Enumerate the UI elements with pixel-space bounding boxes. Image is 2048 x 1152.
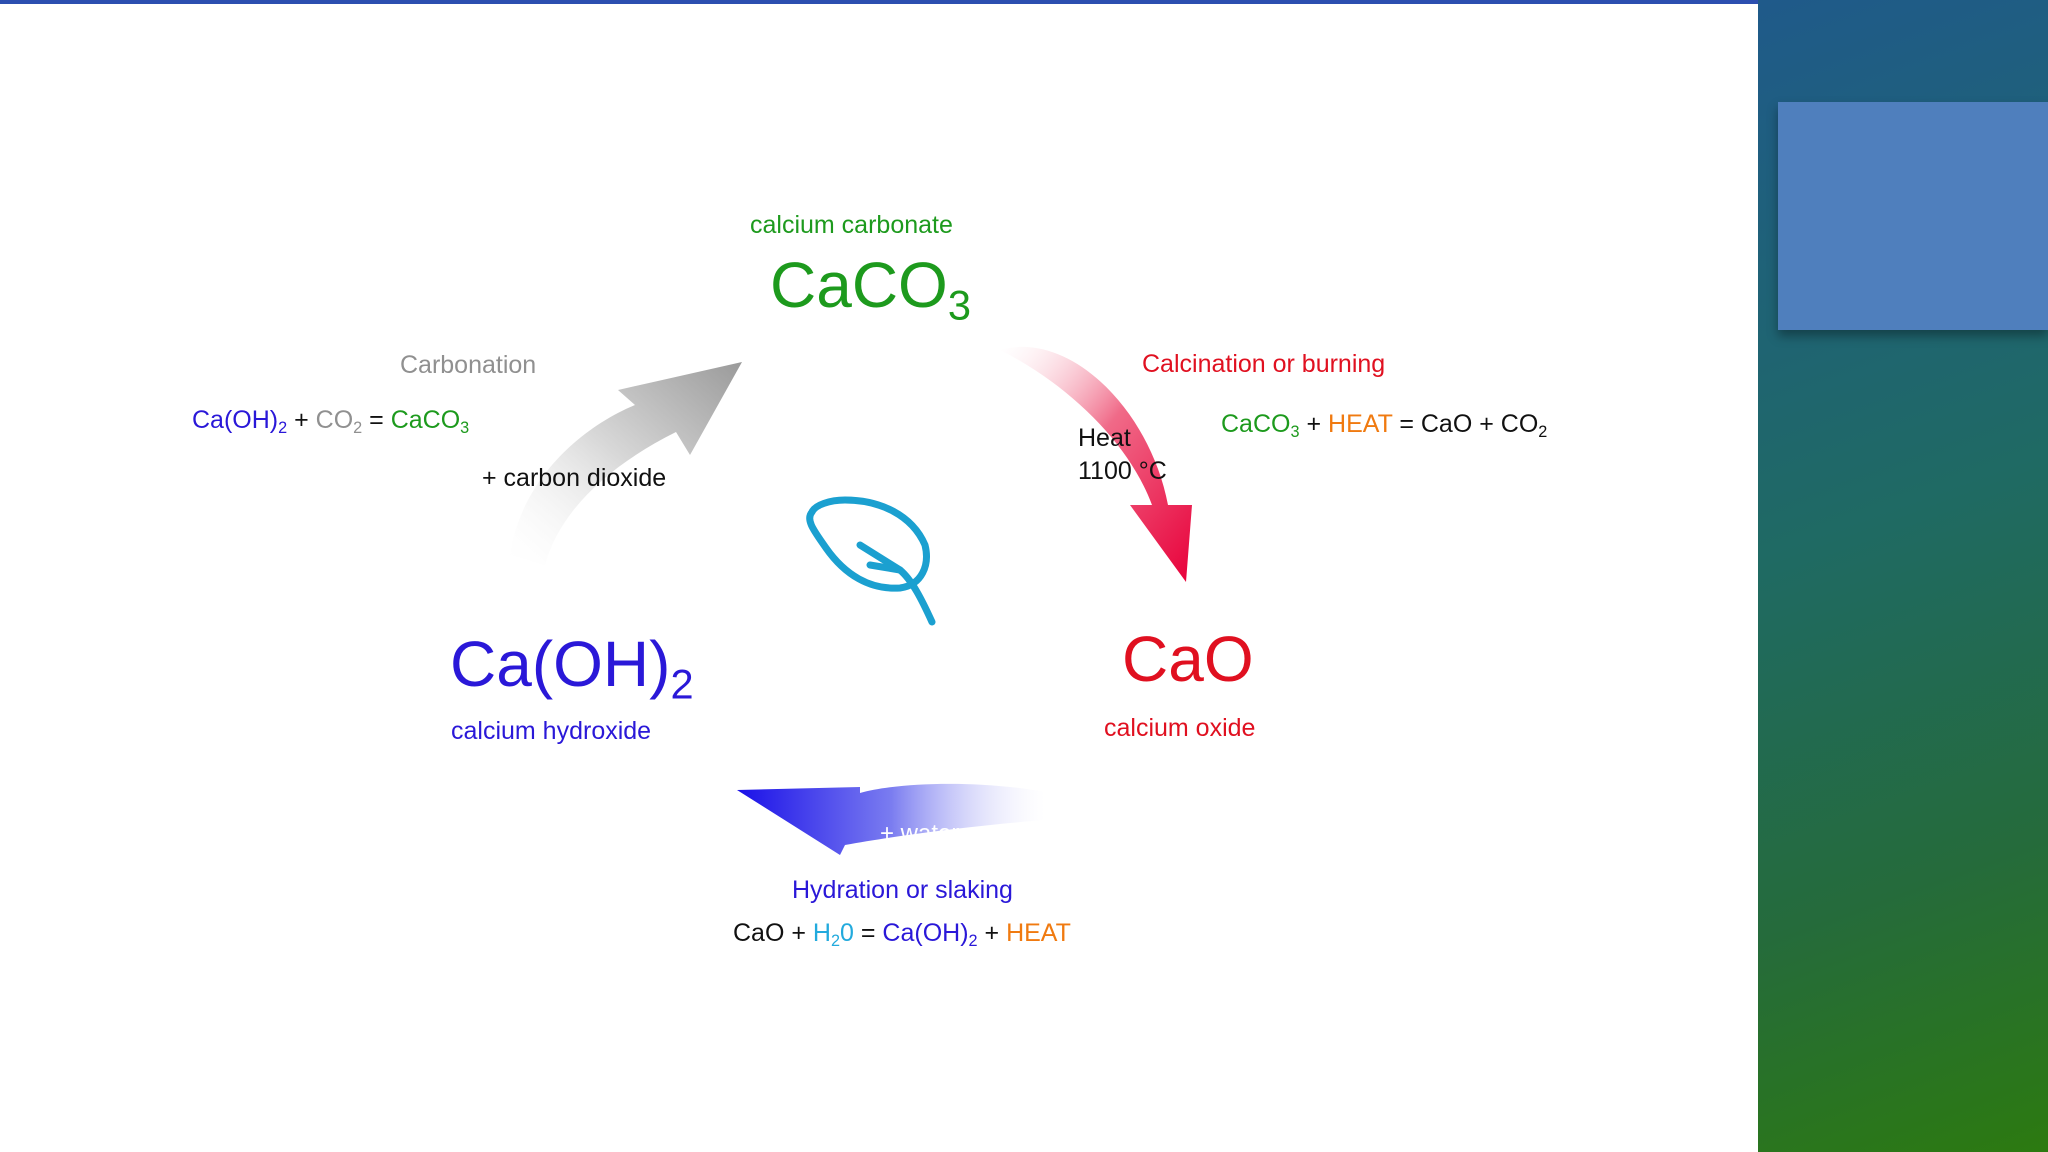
calcium-oxide-name: calcium oxide xyxy=(1104,714,1256,742)
carbonation-arrow-label: + carbon dioxide xyxy=(482,464,667,492)
calcination-arrow xyxy=(1000,346,1192,582)
hydration-arrow xyxy=(737,783,1045,855)
side-panel-box xyxy=(1778,102,2048,330)
side-panel xyxy=(1758,0,2048,1152)
hydration-equation: CaO + H20 = Ca(OH)2 + HEAT xyxy=(733,919,1071,950)
calcination-equation: CaCO3 + HEAT = CaO + CO2 xyxy=(1221,410,1548,441)
calcium-hydroxide-formula: Ca(OH)2 xyxy=(450,628,694,708)
leaf-icon xyxy=(806,496,936,626)
hydration-label: Hydration or slaking xyxy=(792,876,1013,904)
top-accent-line xyxy=(0,0,1758,4)
hydration-arrow-label: + water xyxy=(880,820,960,847)
slide: calcium carbonate CaCO3 Calcination or b… xyxy=(0,0,1758,950)
heat-label: Heat xyxy=(1078,424,1131,452)
calcination-label: Calcination or burning xyxy=(1142,350,1386,378)
carbonation-arrow xyxy=(510,362,742,565)
calcium-carbonate-name: calcium carbonate xyxy=(750,211,953,239)
calcination-temperature: 1100 °C xyxy=(1078,457,1167,485)
calcium-hydroxide-name: calcium hydroxide xyxy=(451,717,652,745)
calcium-carbonate-formula: CaCO3 xyxy=(770,249,971,329)
calcium-oxide-formula: CaO xyxy=(1122,623,1254,695)
lime-cycle-diagram xyxy=(510,346,1192,855)
carbonation-label: Carbonation xyxy=(400,351,537,379)
carbonation-equation: Ca(OH)2 + CO2 = CaCO3 xyxy=(192,406,470,437)
